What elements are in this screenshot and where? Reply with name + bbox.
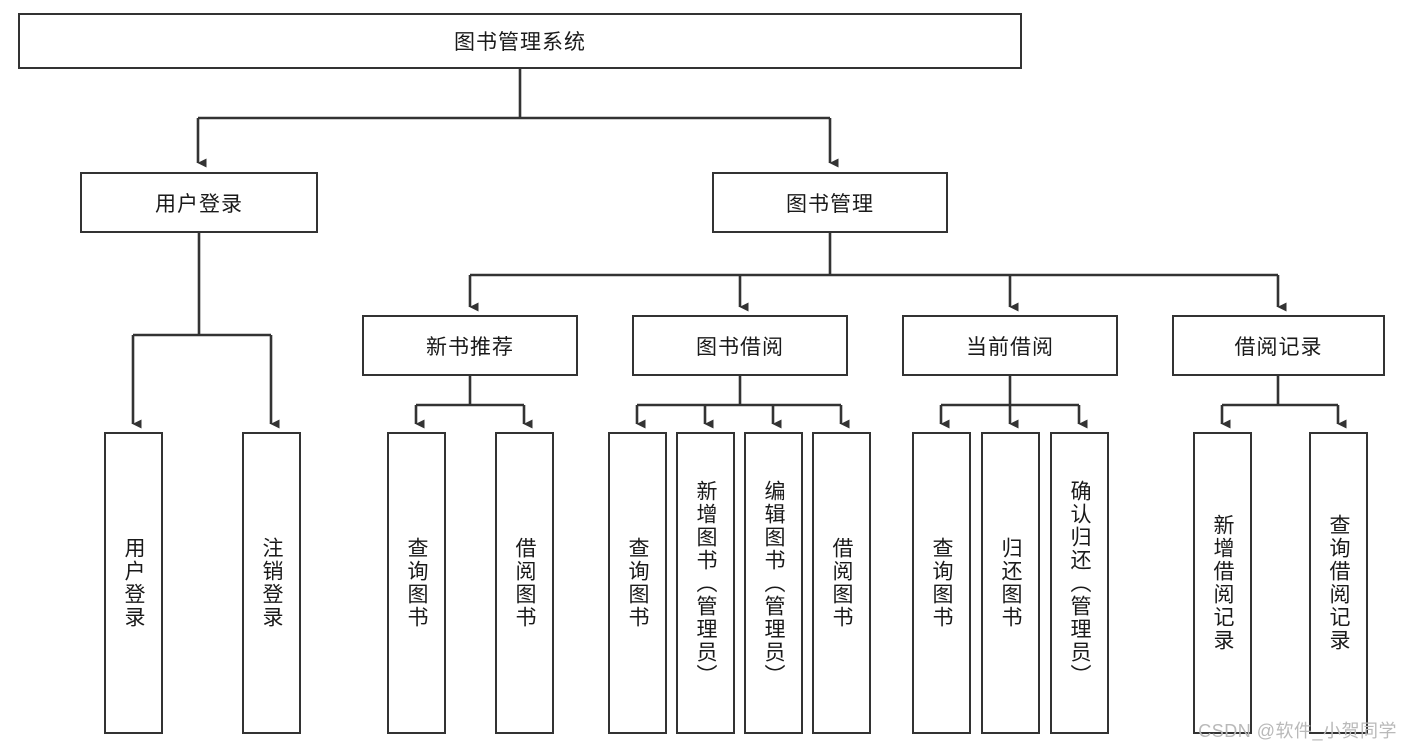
node-root-book-management-system[interactable]: 图书管理系统 [18, 13, 1022, 69]
leaf-book-borrow-add-book-admin[interactable]: 新增图书（管理员） [676, 432, 735, 734]
node-label: 注销登录 [260, 537, 283, 629]
node-user-login[interactable]: 用户登录 [80, 172, 318, 233]
node-label: 用户登录 [155, 192, 243, 216]
node-current-borrow[interactable]: 当前借阅 [902, 315, 1118, 376]
leaf-current-borrow-return-book[interactable]: 归还图书 [981, 432, 1040, 734]
node-label: 查询图书 [405, 537, 428, 629]
csdn-watermark: CSDN @软件_小贺同学 [1198, 721, 1397, 741]
leaf-current-borrow-confirm-return-admin[interactable]: 确认归还（管理员） [1050, 432, 1109, 734]
leaf-book-borrow-borrow-book[interactable]: 借阅图书 [812, 432, 871, 734]
node-label: 图书借阅 [696, 335, 784, 359]
node-borrow-record[interactable]: 借阅记录 [1172, 315, 1385, 376]
leaf-book-borrow-edit-book-admin[interactable]: 编辑图书（管理员） [744, 432, 803, 734]
leaf-borrow-record-add-record[interactable]: 新增借阅记录 [1193, 432, 1252, 734]
node-label: 新增借阅记录 [1211, 514, 1234, 652]
node-new-book-recommend[interactable]: 新书推荐 [362, 315, 578, 376]
node-label: 用户登录 [122, 537, 145, 629]
node-label: 确认归还（管理员） [1068, 479, 1091, 687]
leaf-current-borrow-query-book[interactable]: 查询图书 [912, 432, 971, 734]
leaf-user-login-logout[interactable]: 注销登录 [242, 432, 301, 734]
node-label: 新增图书（管理员） [694, 479, 717, 687]
leaf-book-borrow-query-book[interactable]: 查询图书 [608, 432, 667, 734]
node-label: 查询图书 [626, 537, 649, 629]
node-label: 当前借阅 [966, 335, 1054, 359]
node-label: 查询图书 [930, 537, 953, 629]
node-label: 编辑图书（管理员） [762, 479, 785, 687]
node-book-borrow[interactable]: 图书借阅 [632, 315, 848, 376]
node-label: 借阅图书 [513, 537, 536, 629]
leaf-new-book-query-book[interactable]: 查询图书 [387, 432, 446, 734]
node-label: 归还图书 [999, 537, 1022, 629]
node-label: 图书管理系统 [454, 31, 586, 54]
node-label: 查询借阅记录 [1327, 514, 1350, 652]
leaf-new-book-borrow-book[interactable]: 借阅图书 [495, 432, 554, 734]
leaf-borrow-record-query-record[interactable]: 查询借阅记录 [1309, 432, 1368, 734]
node-label: 借阅记录 [1234, 335, 1323, 359]
node-book-management[interactable]: 图书管理 [712, 172, 948, 233]
node-label: 图书管理 [786, 192, 874, 216]
node-label: 借阅图书 [830, 537, 853, 629]
node-label: 新书推荐 [426, 335, 514, 359]
leaf-user-login-login[interactable]: 用户登录 [104, 432, 163, 734]
